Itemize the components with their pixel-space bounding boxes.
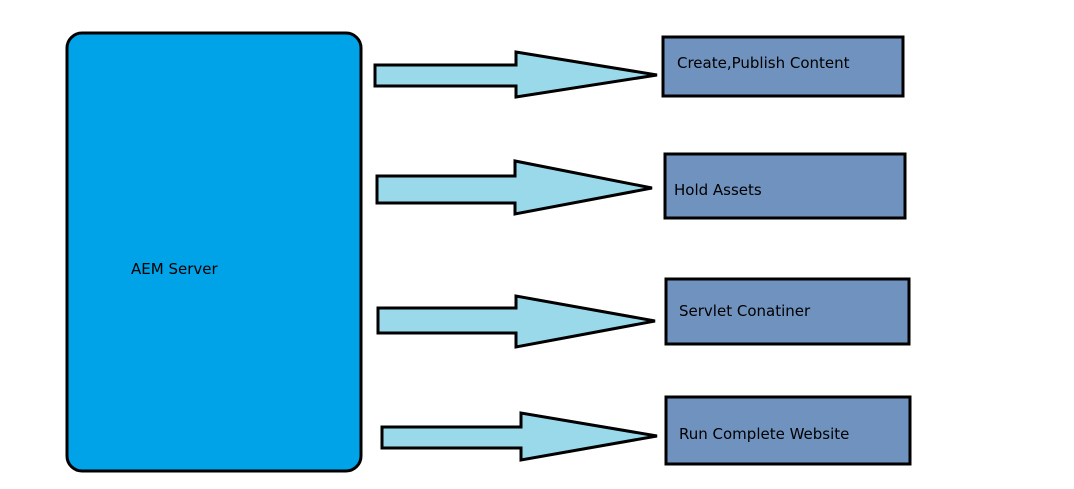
role-label-run-website: Run Complete Website (679, 425, 849, 443)
arrow-run-website (380, 411, 658, 462)
role-box-servlet-container (664, 277, 911, 346)
arrow-hold-assets (375, 159, 653, 216)
role-box-hold-assets (663, 152, 907, 220)
role-box-run-website (664, 395, 912, 466)
role-label-servlet-container: Servlet Conatiner (679, 302, 811, 320)
aem-server-box (65, 31, 363, 473)
role-label-create-publish: Create,Publish Content (677, 54, 850, 72)
aem-server-label: AEM Server (131, 260, 218, 278)
arrow-create-publish (373, 50, 658, 99)
role-label-hold-assets: Hold Assets (674, 181, 762, 199)
role-box-create-publish (661, 35, 905, 98)
arrow-servlet-container (376, 294, 656, 349)
